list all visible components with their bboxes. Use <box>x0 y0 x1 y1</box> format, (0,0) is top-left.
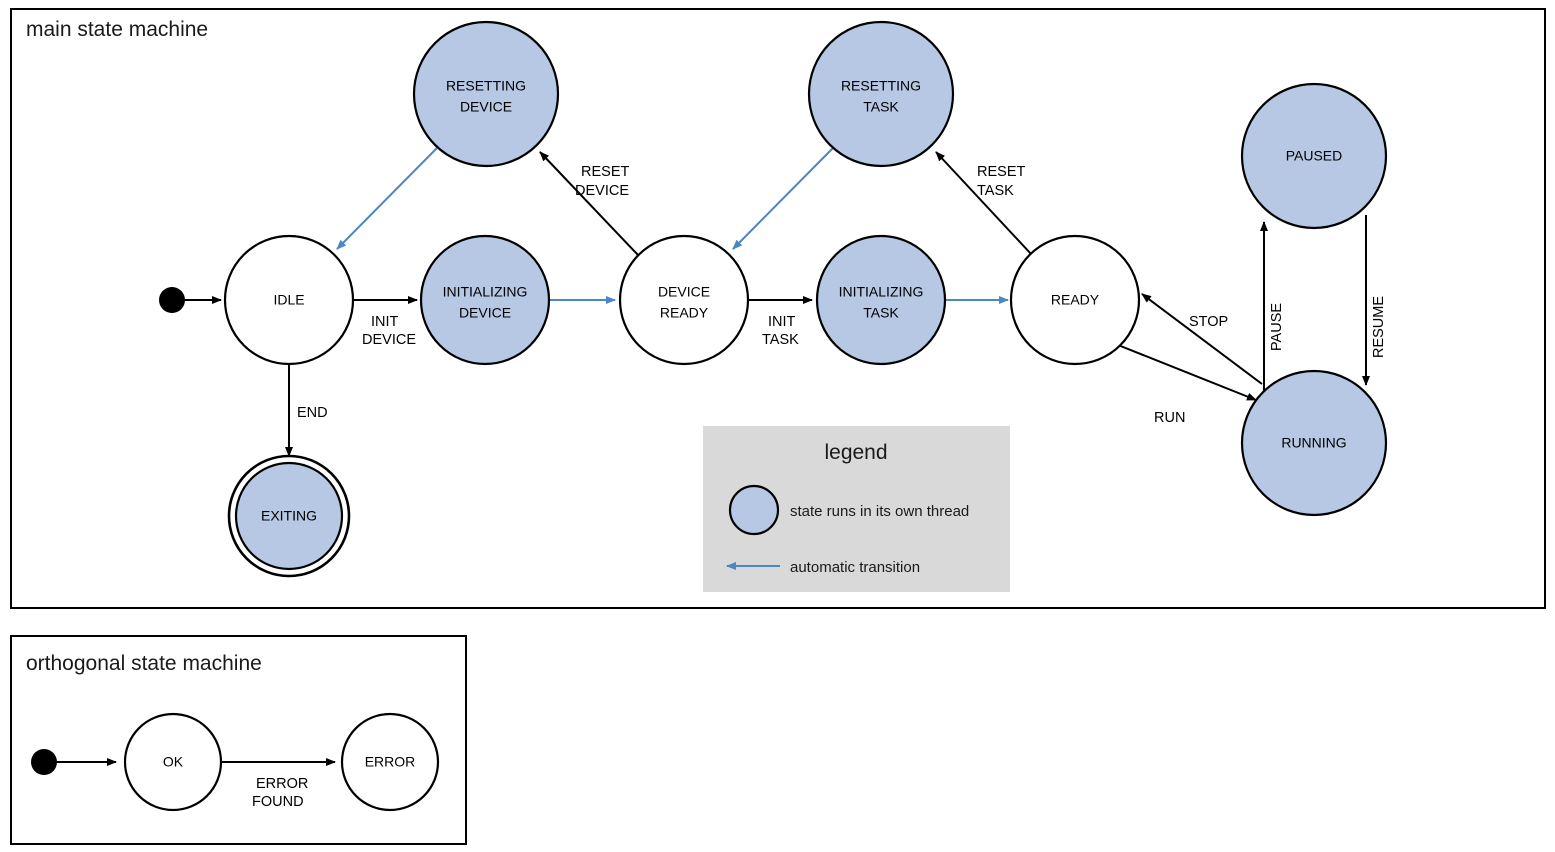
label-reset-device-line2: DEVICE <box>575 183 629 199</box>
state-error[interactable]: ERROR <box>340 712 440 812</box>
legend-blue-circle-icon <box>728 484 780 536</box>
transition-labels-layer: INIT DEVICE RESET DEVICE INIT TASK RESET… <box>297 164 1387 426</box>
state-running[interactable]: RUNNING <box>1240 369 1388 517</box>
label-reset-device-line1: RESET <box>581 164 629 180</box>
label-error-found-line2: FOUND <box>252 794 304 810</box>
label-init-task-line2: TASK <box>762 332 799 348</box>
state-paused[interactable]: PAUSED <box>1240 82 1388 230</box>
state-resetting-device-label-line1: RESETTING <box>446 78 526 94</box>
transition-ready-to-resetting-task <box>935 151 1033 256</box>
main-frame-title: main state machine <box>26 18 208 41</box>
state-initializing-task-label-line1: INITIALIZING <box>839 284 924 300</box>
state-device-ready-label-line2: READY <box>660 305 709 321</box>
orthogonal-state-machine-frame: orthogonal state machine OK ERROR FOUND … <box>10 635 467 845</box>
initial-state-dot <box>159 287 185 313</box>
state-ready[interactable]: READY <box>1009 234 1141 366</box>
state-paused-circle[interactable] <box>1240 82 1388 230</box>
label-reset-task-line2: TASK <box>977 183 1014 199</box>
state-exiting-circle[interactable] <box>234 461 344 571</box>
state-initializing-device-circle[interactable] <box>419 234 551 366</box>
states-layer: IDLE RESETTING DEVICE INITIALIZING DEVIC… <box>159 20 1388 578</box>
state-initializing-task-circle[interactable] <box>815 234 947 366</box>
state-initializing-device-label-line1: INITIALIZING <box>443 284 528 300</box>
transition-device-ready-to-resetting-device <box>539 151 639 256</box>
state-error-label: ERROR <box>365 754 416 770</box>
state-running-circle[interactable] <box>1240 369 1388 517</box>
label-init-task-line1: INIT <box>768 314 796 330</box>
state-resetting-device-circle[interactable] <box>412 20 560 168</box>
state-ok-label: OK <box>163 754 184 770</box>
state-initializing-task-label-line2: TASK <box>863 305 899 321</box>
state-device-ready[interactable]: DEVICE READY <box>618 234 750 366</box>
label-pause: PAUSE <box>1269 303 1285 351</box>
state-initializing-task[interactable]: INITIALIZING TASK <box>815 234 947 366</box>
legend-item-auto-transition-label: automatic transition <box>790 559 920 576</box>
transitions-layer <box>185 147 1370 457</box>
label-run: RUN <box>1154 410 1185 426</box>
state-idle-label: IDLE <box>273 292 304 308</box>
state-resetting-device-label-line2: DEVICE <box>460 99 512 115</box>
orthogonal-frame-title: orthogonal state machine <box>26 652 262 675</box>
state-exiting-label: EXITING <box>261 508 317 524</box>
transition-ready-to-running <box>1117 344 1257 401</box>
legend-title: legend <box>824 441 887 464</box>
state-idle-circle[interactable] <box>223 234 355 366</box>
state-ready-circle[interactable] <box>1009 234 1141 366</box>
state-resetting-device[interactable]: RESETTING DEVICE <box>412 20 560 168</box>
orthogonal-initial-state-dot <box>31 749 57 775</box>
state-device-ready-label-line1: DEVICE <box>658 284 710 300</box>
label-end: END <box>297 405 328 421</box>
label-reset-task-line1: RESET <box>977 164 1025 180</box>
state-resetting-task-label-line2: TASK <box>863 99 899 115</box>
legend: legend state runs in its own thread auto… <box>703 426 1010 592</box>
state-exiting[interactable]: EXITING <box>227 454 351 578</box>
state-error-circle[interactable] <box>340 712 440 812</box>
label-init-device-line1: INIT <box>371 314 399 330</box>
transition-resetting-task-to-device-ready <box>732 147 834 250</box>
state-device-ready-circle[interactable] <box>618 234 750 366</box>
state-initializing-device[interactable]: INITIALIZING DEVICE <box>419 234 551 366</box>
transition-resetting-device-to-idle <box>336 147 438 250</box>
label-init-device-line2: DEVICE <box>362 332 416 348</box>
state-resetting-task[interactable]: RESETTING TASK <box>807 20 955 168</box>
legend-item-thread-label: state runs in its own thread <box>790 503 969 520</box>
state-ok[interactable]: OK <box>123 712 223 812</box>
state-idle[interactable]: IDLE <box>223 234 355 366</box>
state-running-label: RUNNING <box>1281 435 1346 451</box>
state-resetting-task-circle[interactable] <box>807 20 955 168</box>
label-error-found-line1: ERROR <box>256 776 308 792</box>
label-stop: STOP <box>1189 314 1228 330</box>
state-paused-label: PAUSED <box>1286 148 1343 164</box>
state-initializing-device-label-line2: DEVICE <box>459 305 511 321</box>
transition-running-to-ready <box>1141 293 1263 385</box>
state-resetting-task-label-line1: RESETTING <box>841 78 921 94</box>
state-ready-label: READY <box>1051 292 1100 308</box>
label-resume: RESUME <box>1371 296 1387 358</box>
